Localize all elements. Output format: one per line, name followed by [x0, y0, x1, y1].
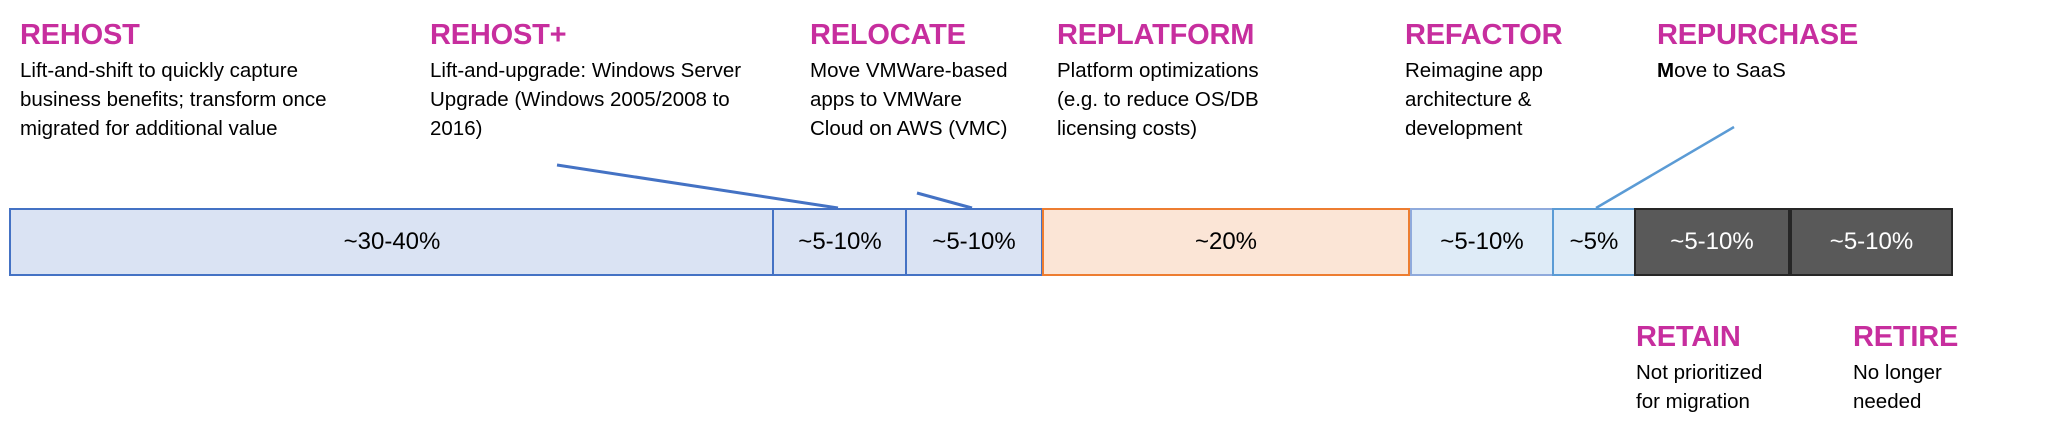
- refactor-desc-line: Reimagine app: [1405, 59, 1543, 82]
- segment-rehost-plus-value: ~5-10%: [798, 228, 882, 255]
- segment-rehost: ~30-40%: [9, 208, 775, 276]
- retire-desc: No longer needed: [1853, 358, 2033, 416]
- segment-relocate: ~5-10%: [905, 208, 1043, 276]
- replatform-title: REPLATFORM: [1057, 19, 1255, 51]
- repurchase-connector: [1595, 125, 1735, 210]
- segment-repurchase-value: ~5%: [1569, 228, 1619, 255]
- relocate-desc-line: apps to VMWare: [810, 88, 962, 111]
- segment-refactor: ~5-10%: [1410, 208, 1554, 276]
- segment-retire: ~5-10%: [1790, 208, 1953, 276]
- retain-desc-line: for migration: [1636, 390, 1750, 413]
- segment-retain: ~5-10%: [1634, 208, 1790, 276]
- rehost-desc: Lift-and-shift to quickly capture busine…: [20, 56, 420, 143]
- refactor-desc-line: development: [1405, 117, 1523, 140]
- relocate-connector: [916, 191, 973, 210]
- retire-desc-line: No longer: [1853, 361, 1942, 384]
- retain-desc-line: Not prioritized: [1636, 361, 1763, 384]
- segment-rehost-value: ~30-40%: [343, 228, 441, 255]
- retain-desc: Not prioritized for migration: [1636, 358, 1836, 416]
- replatform-desc-line: licensing costs): [1057, 117, 1198, 140]
- repurchase-desc: Move to SaaS: [1657, 56, 1877, 85]
- segment-relocate-value: ~5-10%: [932, 228, 1016, 255]
- rehost-plus-desc-line: 2016): [430, 117, 483, 140]
- repurchase-desc-rest: ove to SaaS: [1674, 59, 1786, 82]
- refactor-desc-line: architecture &: [1405, 88, 1532, 111]
- rehost-plus-connector: [556, 163, 839, 210]
- segment-repurchase: ~5%: [1552, 208, 1636, 276]
- relocate-desc-line: Move VMWare-based: [810, 59, 1008, 82]
- rehost-title: REHOST: [20, 19, 140, 51]
- refactor-desc: Reimagine app architecture & development: [1405, 56, 1605, 143]
- label-retain: RETAIN Not prioritized for migration: [1636, 320, 1836, 416]
- rehost-desc-line: business benefits; transform once: [20, 88, 327, 111]
- retire-desc-line: needed: [1853, 390, 1922, 413]
- segment-replatform: ~20%: [1042, 208, 1410, 276]
- label-rehost: REHOST Lift-and-shift to quickly capture…: [20, 18, 420, 143]
- relocate-desc: Move VMWare-based apps to VMWare Cloud o…: [810, 56, 1050, 143]
- label-retire: RETIRE No longer needed: [1853, 320, 2033, 416]
- rehost-desc-line: Lift-and-shift to quickly capture: [20, 59, 299, 82]
- label-rehost-plus: REHOST+ Lift-and-upgrade: Windows Server…: [430, 18, 810, 143]
- label-refactor: REFACTOR Reimagine app architecture & de…: [1405, 18, 1605, 143]
- replatform-desc: Platform optimizations (e.g. to reduce O…: [1057, 56, 1357, 143]
- segment-retain-value: ~5-10%: [1670, 228, 1754, 255]
- label-relocate: RELOCATE Move VMWare-based apps to VMWar…: [810, 18, 1050, 143]
- segment-retire-value: ~5-10%: [1829, 228, 1914, 255]
- replatform-desc-line: (e.g. to reduce OS/DB: [1057, 88, 1259, 111]
- relocate-desc-line: Cloud on AWS (VMC): [810, 117, 1008, 140]
- retain-title: RETAIN: [1636, 321, 1741, 353]
- rehost-plus-desc: Lift-and-upgrade: Windows Server Upgrade…: [430, 56, 810, 143]
- relocate-title: RELOCATE: [810, 19, 966, 51]
- label-repurchase: REPURCHASE Move to SaaS: [1657, 18, 1877, 85]
- segment-rehost-plus: ~5-10%: [772, 208, 908, 276]
- rehost-plus-title: REHOST+: [430, 19, 567, 51]
- repurchase-desc-bold: M: [1657, 59, 1675, 82]
- rehost-plus-desc-line: Upgrade (Windows 2005/2008 to: [430, 88, 730, 111]
- refactor-title: REFACTOR: [1405, 19, 1563, 51]
- segment-refactor-value: ~5-10%: [1440, 228, 1524, 255]
- retire-title: RETIRE: [1853, 321, 1959, 353]
- segment-replatform-value: ~20%: [1194, 228, 1258, 255]
- rehost-plus-desc-line: Lift-and-upgrade: Windows Server: [430, 59, 742, 82]
- rehost-desc-line: migrated for additional value: [20, 117, 278, 140]
- repurchase-title: REPURCHASE: [1657, 19, 1859, 51]
- replatform-desc-line: Platform optimizations: [1057, 59, 1259, 82]
- label-replatform: REPLATFORM Platform optimizations (e.g. …: [1057, 18, 1357, 143]
